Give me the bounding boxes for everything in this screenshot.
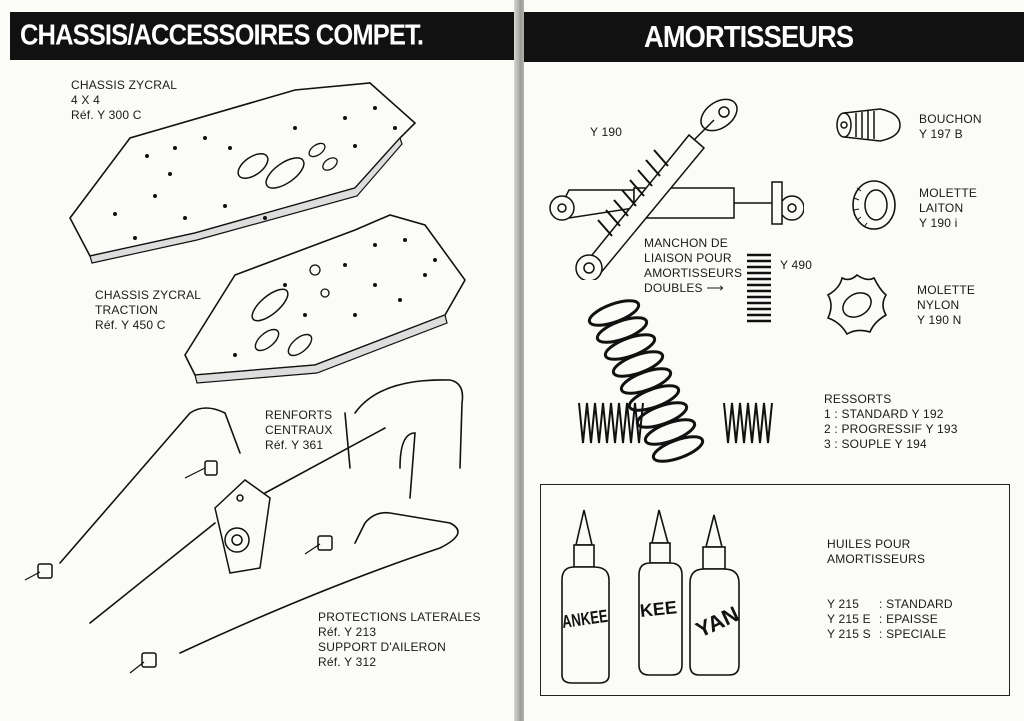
- huiles-title-2: AMORTISSEURS: [827, 552, 926, 566]
- support-aileron-name: SUPPORT D'AILERON: [318, 640, 446, 654]
- molette-laiton-label: MOLETTE LAITON Y 190 i: [919, 186, 977, 231]
- manchon-ref: Y 490: [780, 258, 813, 272]
- protections-name: PROTECTIONS LATERALES: [318, 610, 481, 624]
- bouchon-ref: Y 197 B: [919, 127, 963, 141]
- support-aileron-ref: Réf. Y 312: [318, 655, 377, 669]
- ressorts-label: RESSORTS 1 : STANDARD Y 192 2 : PROGRESS…: [824, 392, 958, 452]
- oil-bottles-illustration: ANKEE KEE YAN: [561, 509, 743, 684]
- huiles-item-3-desc: : SPECIALE: [879, 627, 947, 641]
- renforts-label: RENFORTS CENTRAUX Réf. Y 361: [265, 408, 333, 453]
- molette-laiton-illustration: [852, 180, 896, 230]
- ressorts-item-3: 3 : SOUPLE Y 194: [824, 437, 927, 451]
- huiles-item-1-desc: : STANDARD: [879, 597, 953, 611]
- huiles-label: HUILES POUR AMORTISSEURS: [827, 537, 925, 567]
- bottle-2-text: KEE: [639, 597, 678, 621]
- manchon-label: MANCHON DE LIAISON POUR AMORTISSEURS DOU…: [644, 236, 742, 296]
- huiles-item-2-ref: Y 215 E: [827, 612, 871, 626]
- chassis-traction-type: TRACTION: [95, 303, 158, 317]
- right-page: AMORTISSEURS Y 190 MANCHON DE LIAISON PO…: [524, 0, 1024, 721]
- renforts-ref: Réf. Y 361: [265, 438, 324, 452]
- huiles-item-1-ref: Y 215: [827, 597, 860, 611]
- chassis-4x4-illustration: [69, 82, 417, 264]
- huiles-title-1: HUILES POUR: [827, 537, 911, 551]
- molette-laiton-material: LAITON: [919, 201, 964, 215]
- manchon-name-3: AMORTISSEURS: [644, 266, 743, 280]
- ressorts-item-2: 2 : PROGRESSIF Y 193: [824, 422, 958, 436]
- arrow-right-icon: ⟶: [706, 281, 724, 295]
- renforts-type: CENTRAUX: [265, 423, 333, 437]
- chassis-4x4-type: 4 X 4: [71, 93, 101, 107]
- molette-nylon-material: NYLON: [917, 298, 960, 312]
- huiles-box: [540, 484, 1010, 696]
- manchon-name-1: MANCHON DE: [644, 236, 729, 250]
- left-page: CHASSIS/ACCESSOIRES COMPET. CHASSIS ZYCR…: [0, 0, 518, 721]
- huiles-list: Y 215 : STANDARD Y 215 E : EPAISSE Y 215 S…: [827, 597, 953, 642]
- left-page-banner: CHASSIS/ACCESSOIRES COMPET.: [10, 12, 516, 60]
- huiles-item-2-desc: : EPAISSE: [879, 612, 938, 626]
- chassis-4x4-ref: Réf. Y 300 C: [71, 108, 142, 122]
- molette-nylon-illustration: [826, 273, 888, 336]
- right-banner-title: AMORTISSEURS: [644, 19, 854, 54]
- ressorts-item-1: 1 : STANDARD Y 192: [824, 407, 944, 421]
- protections-label: PROTECTIONS LATERALES Réf. Y 213 SUPPORT…: [318, 610, 481, 670]
- renforts-name: RENFORTS: [265, 408, 333, 422]
- protections-illustration: [24, 379, 464, 674]
- bouchon-name: BOUCHON: [919, 112, 982, 126]
- molette-laiton-name: MOLETTE: [919, 186, 978, 200]
- chassis-traction-illustration: [184, 214, 466, 384]
- left-banner-title: CHASSIS/ACCESSOIRES COMPET.: [20, 19, 424, 52]
- right-page-banner: AMORTISSEURS: [524, 12, 1024, 62]
- molette-nylon-name: MOLETTE: [917, 283, 976, 297]
- molette-laiton-ref: Y 190 i: [919, 216, 958, 230]
- chassis-traction-name: CHASSIS ZYCRAL: [95, 288, 202, 302]
- manchon-illustration: [747, 253, 771, 323]
- bouchon-illustration: [836, 108, 901, 142]
- molette-nylon-label: MOLETTE NYLON Y 190 N: [917, 283, 975, 328]
- shock-absorber-illustration: [549, 98, 804, 280]
- chassis-traction-ref: Réf. Y 450 C: [95, 318, 166, 332]
- chassis-4x4-label: CHASSIS ZYCRAL 4 X 4 Réf. Y 300 C: [71, 78, 177, 123]
- manchon-name-2: LIAISON POUR: [644, 251, 732, 265]
- bouchon-label: BOUCHON Y 197 B: [919, 112, 982, 142]
- chassis-4x4-name: CHASSIS ZYCRAL: [71, 78, 178, 92]
- protections-ref: Réf. Y 213: [318, 625, 377, 639]
- chassis-traction-label: CHASSIS ZYCRAL TRACTION Réf. Y 450 C: [95, 288, 201, 333]
- shock-ref-label: Y 190: [590, 125, 623, 139]
- ressorts-title: RESSORTS: [824, 392, 892, 406]
- manchon-name-4: DOUBLES: [644, 281, 703, 295]
- molette-nylon-ref: Y 190 N: [917, 313, 962, 327]
- springs-illustration: [578, 299, 773, 463]
- huiles-item-3-ref: Y 215 S: [827, 627, 871, 641]
